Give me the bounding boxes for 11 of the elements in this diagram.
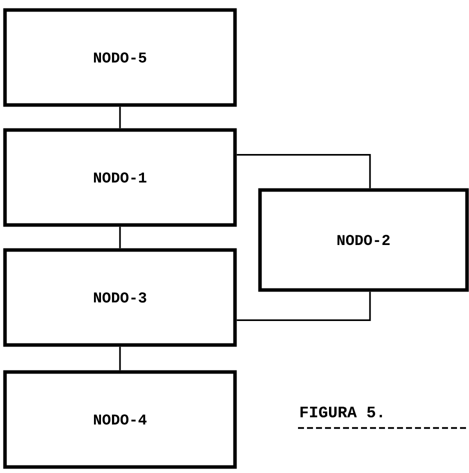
- node-box: NODO-1: [3, 128, 237, 227]
- connector-line: [119, 106, 121, 128]
- connector-line: [236, 154, 371, 188]
- node-box: NODO-3: [3, 248, 237, 347]
- node-box: NODO-5: [3, 8, 237, 107]
- connector-line: [236, 292, 371, 321]
- figure-caption: FIGURA 5.: [300, 406, 382, 418]
- connector-line: [119, 346, 121, 370]
- node-box: NODO-2: [258, 188, 469, 292]
- node-box: NODO-4: [3, 370, 237, 469]
- connector-line: [119, 226, 121, 248]
